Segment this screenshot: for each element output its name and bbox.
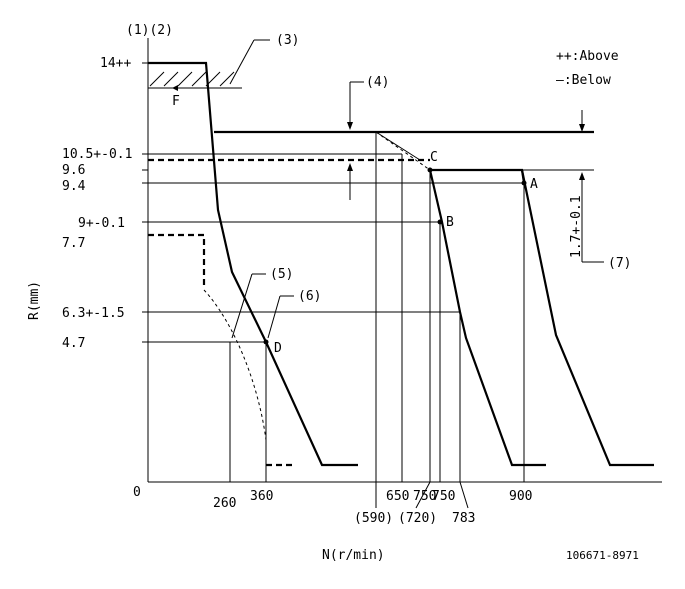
slope-590-c	[375, 131, 431, 171]
point-a	[521, 180, 527, 186]
dim-7-head-top	[579, 124, 585, 132]
x-tick-750a: 750	[413, 489, 436, 504]
x-axis-title: N(r/min)	[322, 548, 385, 563]
point-c	[427, 167, 433, 173]
callout-6-label: (6)	[298, 289, 321, 304]
point-b	[437, 219, 443, 225]
slope-guide	[375, 131, 421, 161]
point-d	[263, 339, 269, 345]
dim-7-head-bottom	[579, 172, 585, 180]
f-arrow-head	[172, 85, 178, 91]
callout-3-leader	[229, 39, 255, 85]
callout-6-leader	[267, 295, 281, 339]
dashed-start-curve	[148, 233, 206, 288]
legend-below: —:Below	[556, 73, 611, 88]
x-tick-260: 260	[213, 496, 236, 511]
x-tick-360: 360	[250, 489, 273, 504]
x-tick-590: (590)	[354, 511, 393, 526]
leader-783	[459, 481, 469, 509]
curve-3	[520, 169, 654, 467]
point-a-label: A	[530, 177, 538, 192]
point-c-label: C	[430, 150, 438, 165]
callout-4-head-down	[347, 122, 353, 130]
dashed-transition	[203, 289, 267, 455]
y-axis-title: R(mm)	[27, 281, 42, 320]
curve-2	[428, 169, 546, 467]
y-tick-6-3: 6.3+-1.5	[62, 306, 125, 321]
callout-4-label: (4)	[366, 75, 389, 90]
y-tick-10-5: 10.5+-0.1	[62, 147, 132, 162]
origin-label: 0	[133, 485, 141, 500]
x-tick-900: 900	[509, 489, 532, 504]
x-tick-783: 783	[452, 511, 475, 526]
y-tick-4-7: 4.7	[62, 336, 85, 351]
x-tick-750b: 750	[432, 489, 455, 504]
y-tick-9-6: 9.6	[62, 163, 85, 178]
callout-5-leader	[231, 273, 253, 339]
stop-hatch	[149, 71, 235, 87]
callout-7-label: (7)	[608, 256, 631, 271]
callout-3-label: (3)	[276, 33, 299, 48]
y-tick-9-4: 9.4	[62, 179, 86, 194]
point-b-label: B	[446, 215, 454, 230]
y-tick-7-7: 7.7	[62, 236, 85, 251]
point-d-label: D	[274, 341, 282, 356]
curve-2-top	[430, 168, 526, 184]
y-header: (1)(2)	[126, 23, 173, 38]
dim-7-value: 1.7+-0.1	[569, 195, 584, 258]
curve-1	[148, 61, 358, 467]
x-tick-650: 650	[386, 489, 409, 504]
leader-720	[415, 481, 431, 509]
y-tick-9: 9+-0.1	[78, 216, 125, 231]
callout-5-label: (5)	[270, 267, 293, 282]
callout-4-head-up	[347, 163, 353, 171]
x-tick-720: (720)	[398, 511, 437, 526]
drawing-number: 106671-8971	[566, 549, 639, 562]
y-tick-14: 14++	[100, 56, 131, 71]
point-f-label: F	[172, 94, 180, 109]
legend-above: ++:Above	[556, 49, 619, 64]
